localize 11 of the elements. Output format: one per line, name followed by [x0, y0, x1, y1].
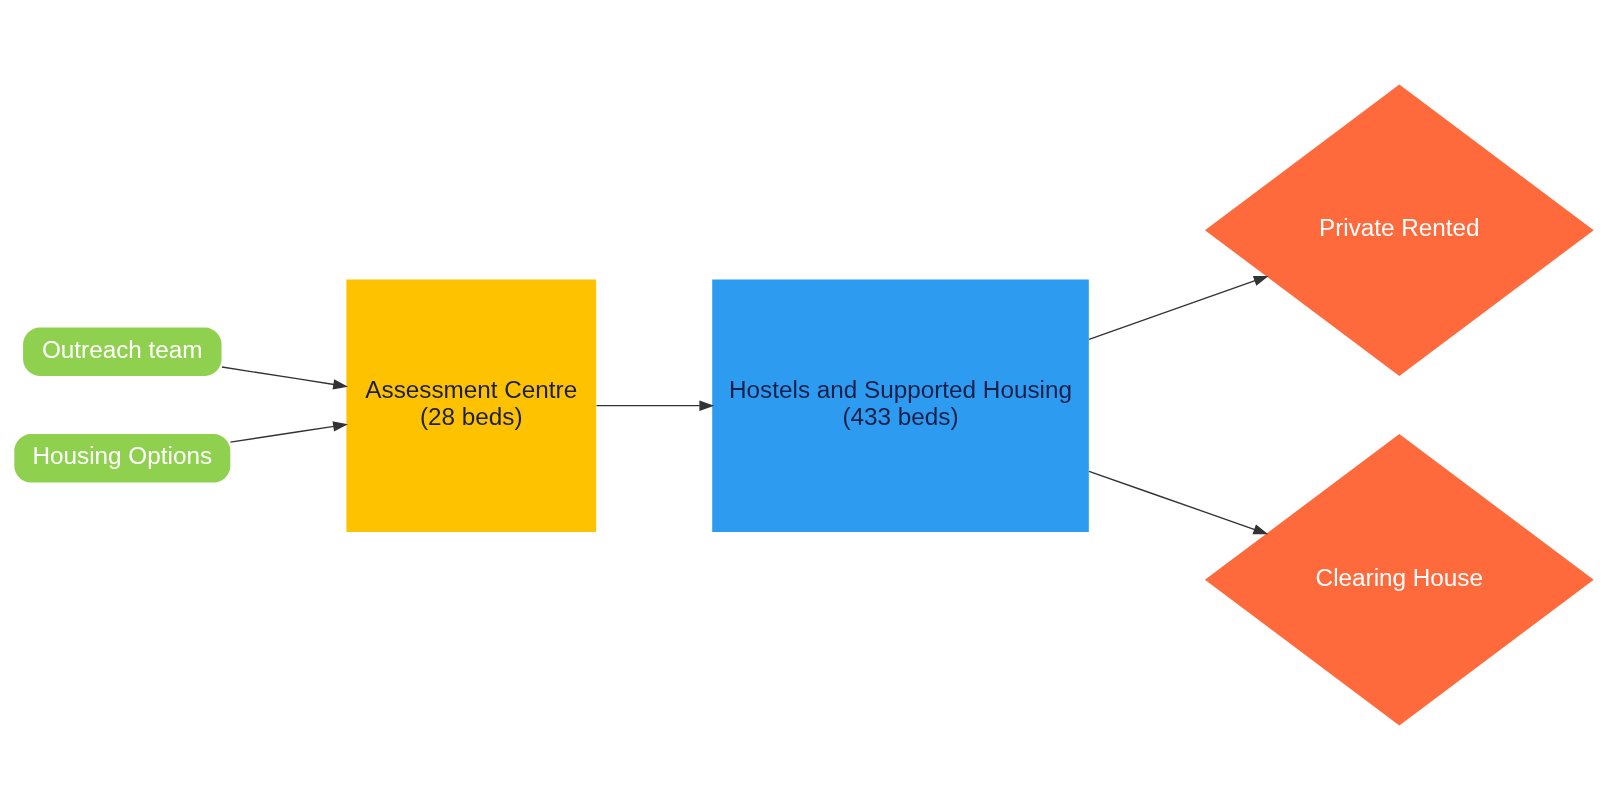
- arrow: [1088, 470, 1269, 534]
- node-box: Assessment Centre (28 beds): [346, 278, 597, 532]
- node-diamond: Clearing House: [1204, 433, 1594, 726]
- arrow: [221, 365, 349, 389]
- arrow: [595, 399, 715, 411]
- arrow: [1088, 275, 1269, 340]
- node-box: Hostels and Supported Housing (433 beds): [712, 278, 1089, 532]
- node-box: Housing Options: [14, 433, 231, 483]
- node-box: Outreach team: [23, 326, 222, 376]
- arrow: [229, 420, 348, 443]
- node-diamond: Private Rented: [1204, 83, 1594, 376]
